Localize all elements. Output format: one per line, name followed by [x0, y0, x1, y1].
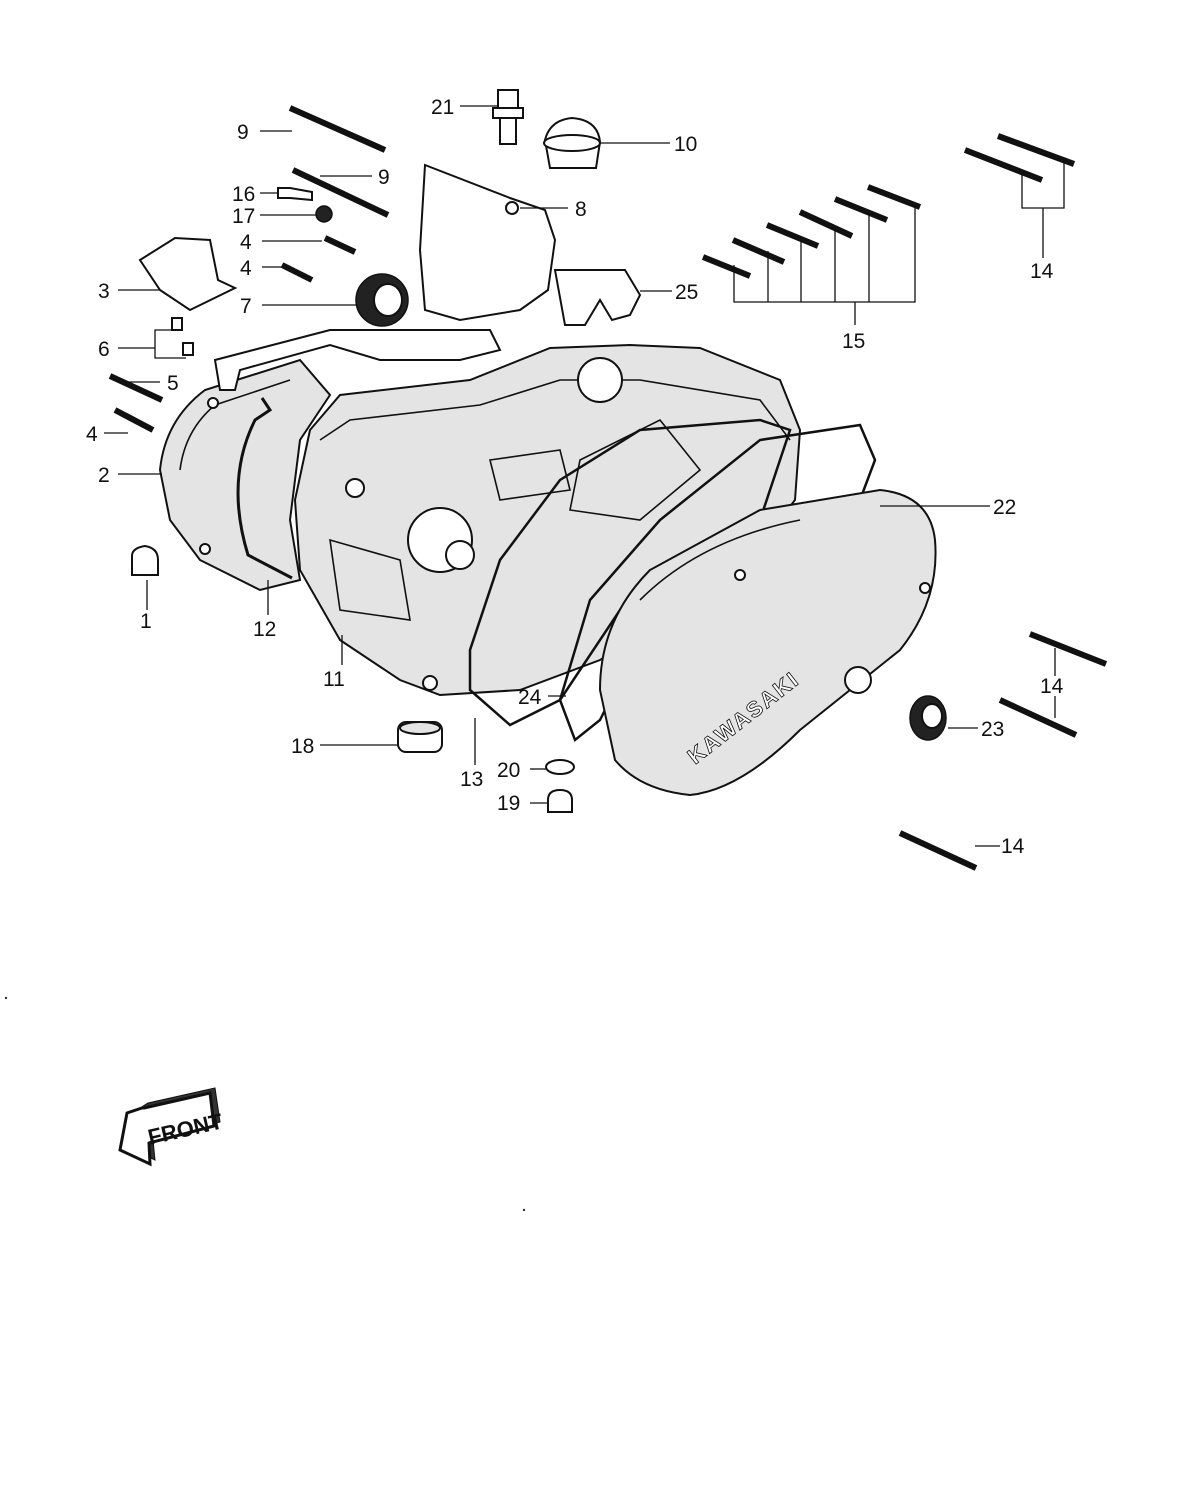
label-12: 12 — [253, 618, 276, 641]
crankcase-top-frame — [213, 329, 502, 391]
right-cover-part-22: KAWASAKI — [598, 488, 937, 797]
gasket-part-12 — [236, 397, 293, 580]
plug-part-19 — [547, 788, 573, 813]
bolt-part-16 — [277, 187, 313, 202]
label-10: 10 — [674, 133, 697, 156]
bracket-part-25 — [553, 269, 642, 326]
label-19: 19 — [497, 792, 520, 815]
plate-part-3 — [138, 236, 238, 312]
seal-part-18 — [397, 721, 443, 753]
plug-part-1 — [131, 544, 159, 576]
grommet-part-23 — [909, 695, 947, 741]
label-4-left: 4 — [86, 423, 98, 446]
fitting-part-21 — [492, 89, 524, 145]
label-14-right: 14 — [1040, 675, 1064, 698]
bolt-group — [108, 105, 1108, 871]
label-9-top: 9 — [237, 121, 249, 144]
label-7: 7 — [240, 295, 252, 318]
label-25: 25 — [675, 281, 698, 304]
label-9-bottom: 9 — [378, 166, 390, 189]
cap-part-10 — [543, 116, 602, 169]
screws-part-6 — [171, 317, 194, 356]
label-4-mid: 4 — [240, 257, 252, 280]
label-8: 8 — [575, 198, 587, 221]
sprocket-cover-part-8 — [418, 163, 557, 322]
washer-part-20 — [545, 759, 575, 775]
label-14-top: 14 — [1030, 260, 1054, 283]
label-21: 21 — [431, 96, 454, 119]
left-cover-part-2 — [158, 358, 332, 592]
label-16: 16 — [232, 183, 255, 206]
label-6: 6 — [98, 338, 110, 361]
label-5: 5 — [167, 372, 179, 395]
sprocket-cover-hole — [505, 201, 519, 215]
label-4-top: 4 — [240, 231, 252, 254]
washer-part-17 — [315, 205, 333, 223]
label-3: 3 — [98, 280, 110, 303]
label-22: 22 — [993, 496, 1016, 519]
label-18: 18 — [291, 735, 314, 758]
label-23: 23 — [981, 718, 1004, 741]
bearing-part-7 — [355, 273, 409, 327]
speck-1 — [4, 996, 8, 1000]
gasket-part-24 — [558, 423, 877, 743]
label-1: 1 — [140, 610, 152, 633]
callout-labels: 1 2 3 4 4 4 5 6 7 8 9 9 10 11 12 13 14 1… — [86, 96, 1064, 858]
label-14-bottom: 14 — [1001, 835, 1025, 858]
label-13: 13 — [460, 768, 483, 791]
label-17: 17 — [232, 205, 255, 228]
label-20: 20 — [497, 759, 520, 782]
leader-lines — [104, 105, 1065, 847]
label-11: 11 — [323, 668, 345, 691]
front-arrow: FRONT — [118, 1087, 225, 1167]
speck-2 — [522, 1208, 526, 1212]
label-24: 24 — [518, 686, 542, 709]
label-2: 2 — [98, 464, 110, 487]
label-15: 15 — [842, 330, 865, 353]
